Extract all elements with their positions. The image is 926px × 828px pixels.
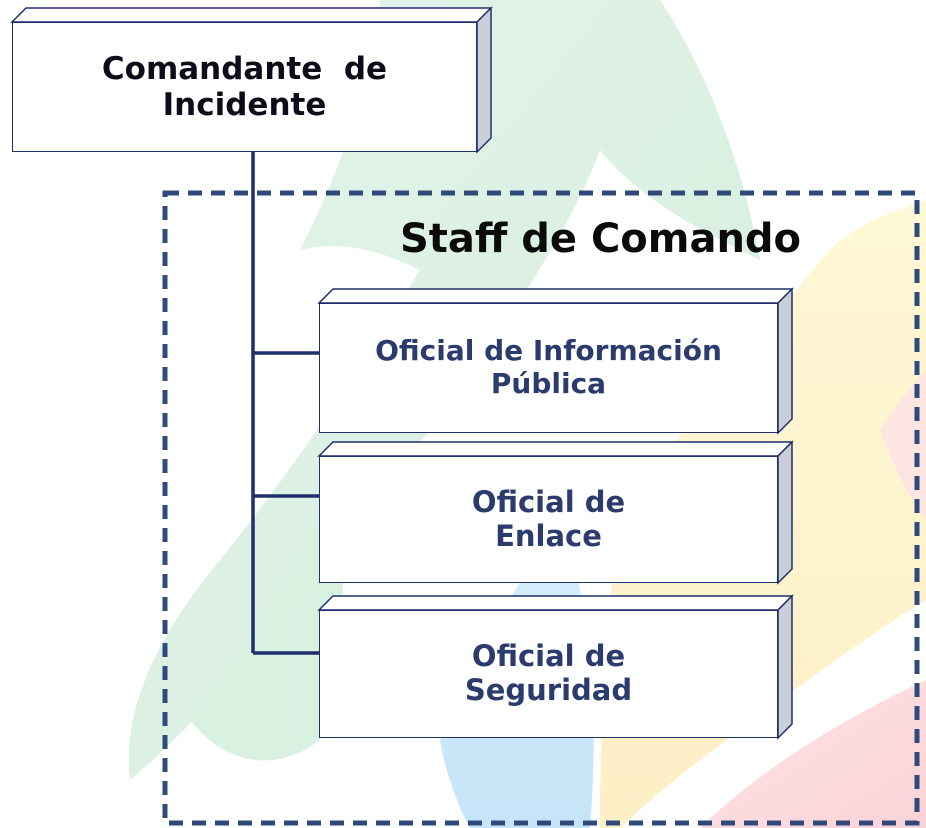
incident-commander-box: Comandante de Incidente xyxy=(12,22,477,152)
liaison-officer-box: Oficial de Enlace xyxy=(319,456,778,583)
watermark-green-lower-shape xyxy=(190,470,344,761)
safety-box-side-face xyxy=(777,594,793,740)
liaison-officer-label-line2: Enlace xyxy=(495,518,602,553)
commander-box-top-face xyxy=(10,7,493,23)
public-information-officer-label-line1: Oficial de Información xyxy=(375,334,722,368)
public-information-officer-box: Oficial de Información Pública xyxy=(319,303,778,433)
public-information-box-top-face xyxy=(317,288,794,304)
incident-commander-label-line1: Comandante de xyxy=(101,50,388,87)
staff-group-frame xyxy=(162,190,920,826)
incident-commander-label-line2: Incidente xyxy=(162,87,327,123)
public-information-officer-label: Oficial de Información Pública xyxy=(375,334,722,401)
safety-officer-label-line1: Oficial de xyxy=(471,639,626,674)
liaison-box-top-face xyxy=(317,441,794,457)
safety-box-top-face xyxy=(317,595,794,611)
public-information-box-side-face xyxy=(777,287,793,435)
watermark-red-shape xyxy=(700,680,926,828)
liaison-box-side-face xyxy=(777,440,793,585)
safety-officer-box: Oficial de Seguridad xyxy=(319,610,778,738)
safety-officer-label-line2: Seguridad xyxy=(464,673,633,707)
incident-commander-label: Comandante de Incidente xyxy=(102,51,387,124)
staff-group-title: Staff de Comando xyxy=(400,216,802,262)
liaison-officer-label-line1: Oficial de xyxy=(471,484,626,519)
public-information-officer-label-line2: Pública xyxy=(490,367,607,400)
safety-officer-label: Oficial de Seguridad xyxy=(464,639,633,708)
liaison-officer-label: Oficial de Enlace xyxy=(471,484,626,554)
commander-box-side-face xyxy=(476,6,492,154)
